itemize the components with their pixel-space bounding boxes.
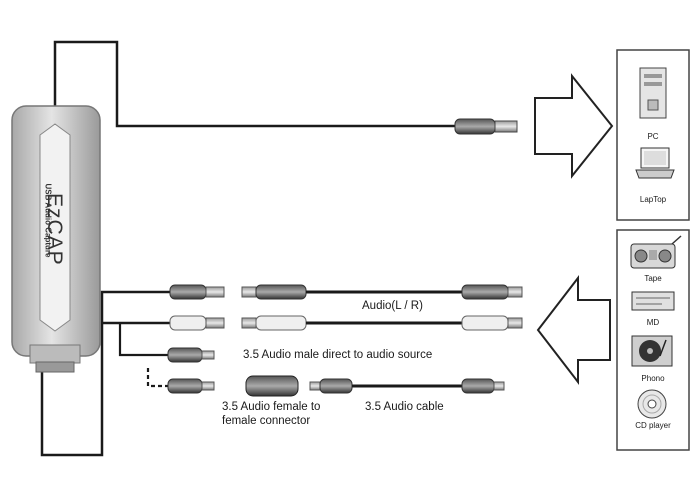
device-subtitle: USB Audio Capture	[43, 183, 53, 258]
rca-cable-audio-dark	[241, 284, 523, 300]
laptop-icon	[635, 147, 675, 179]
pc-label: PC	[647, 132, 659, 141]
branch-cable-35b	[146, 368, 168, 388]
rca-cable-left-dark	[169, 284, 225, 300]
jack-35-direct	[167, 347, 215, 363]
md-label: MD	[646, 318, 660, 327]
tape-label: Tape	[644, 274, 662, 283]
female-connector-label-2: female connector	[222, 415, 311, 427]
female-connector-label-1: 3.5 Audio female to	[222, 401, 321, 413]
branch-cable-35	[118, 323, 168, 357]
cd-player-label: CD player	[635, 421, 671, 430]
usb-plug	[454, 118, 518, 135]
md-icon	[631, 291, 675, 311]
audio-lr-label: Audio(L / R)	[362, 300, 423, 312]
jack-35-to-coupler	[167, 378, 215, 394]
ezcap-device	[11, 105, 101, 373]
tape-icon	[630, 235, 682, 269]
rca-cable-audio-white	[241, 315, 523, 331]
phono-icon	[631, 335, 673, 367]
rca-cable-left-white	[169, 315, 225, 331]
device-bottom-cable	[40, 290, 170, 457]
pc-icon	[639, 67, 667, 119]
arrow-from-sources	[536, 275, 611, 385]
direct-label: 3.5 Audio male direct to audio source	[243, 349, 433, 361]
phono-label: Phono	[641, 374, 665, 383]
cable-label: 3.5 Audio cable	[365, 401, 444, 413]
female-coupler	[245, 375, 299, 397]
arrow-to-computers	[534, 73, 614, 179]
cd-player-icon	[637, 389, 667, 419]
usb-cable	[53, 40, 455, 128]
audio-35-cable	[309, 378, 505, 394]
laptop-label: LapTop	[639, 195, 667, 204]
